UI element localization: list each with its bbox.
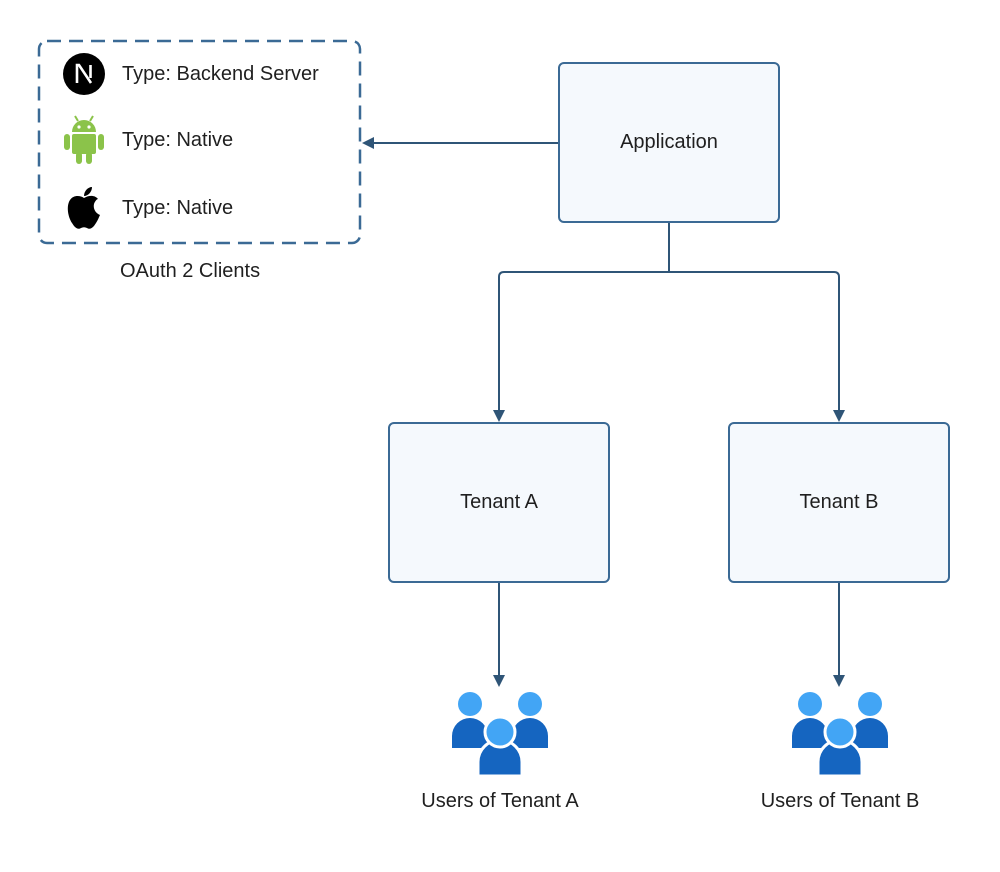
tenant-b-label: Tenant B (799, 491, 879, 513)
users-label: Users of Tenant B (760, 790, 920, 812)
client-row-android: Type: Native (60, 115, 233, 165)
tenant-b-node: Tenant B (728, 422, 950, 583)
tenant-a-label: Tenant A (460, 491, 538, 513)
tenant-a-node: Tenant A (388, 422, 610, 583)
client-row-backend: Type: Backend Server (60, 49, 319, 99)
users-label: Users of Tenant A (421, 790, 579, 812)
application-node: Application (558, 62, 780, 223)
oauth-clients-container (37, 39, 362, 245)
users-group-icon (792, 692, 888, 778)
client-type-label: Type: Native (122, 196, 234, 219)
client-type-label: Type: Backend Server (122, 62, 319, 85)
app-to-tenant-a-arrow (493, 223, 670, 422)
android-icon (60, 115, 108, 165)
client-type-label: Type: Native (122, 128, 234, 151)
nextjs-icon (60, 49, 108, 99)
application-label: Application (620, 131, 718, 153)
users-tenant-b: Users of Tenant B (740, 690, 940, 813)
client-row-apple: Type: Native (60, 183, 233, 233)
users-tenant-a: Users of Tenant A (400, 690, 600, 813)
apple-icon (60, 183, 108, 233)
app-to-tenant-b-arrow (668, 223, 845, 422)
oauth-clients-caption: OAuth 2 Clients (120, 260, 261, 282)
users-group-icon (452, 692, 548, 778)
